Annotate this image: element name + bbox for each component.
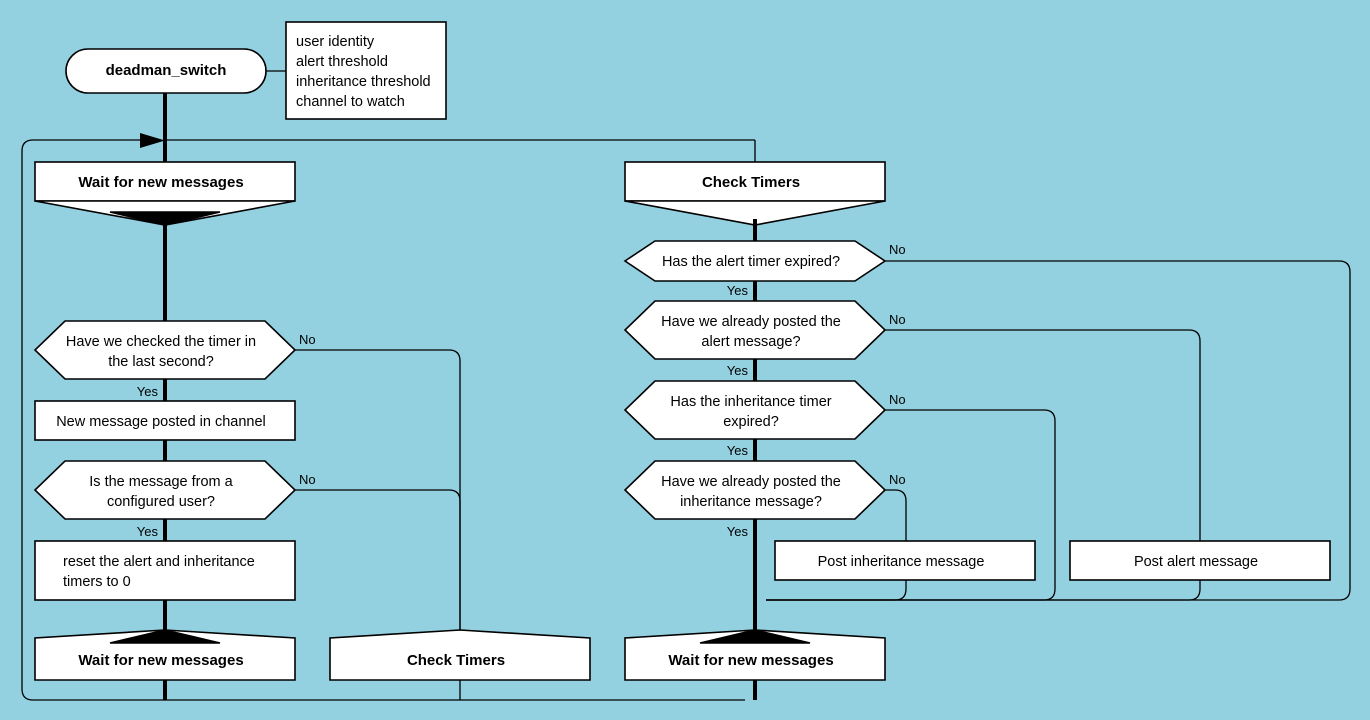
decision-already-posted-alert-yes-label: Yes bbox=[727, 363, 749, 378]
action-post-alert-label: Post alert message bbox=[1134, 554, 1258, 570]
decision-already-posted-inheritance-line-1: Have we already posted the bbox=[661, 474, 841, 490]
note-line-1: user identity bbox=[296, 34, 375, 50]
decision-check-timer-yes-label: Yes bbox=[137, 384, 159, 399]
process-new-message-posted[interactable]: New message posted in channel bbox=[34, 400, 296, 441]
decision-inheritance-timer-expired[interactable]: Has the inheritance timer expired? bbox=[623, 380, 887, 440]
decision-alert-timer-no-label: No bbox=[889, 242, 906, 257]
process-reset-timers-line-1: reset the alert and inheritance bbox=[63, 554, 255, 570]
decision-alert-timer-expired-label: Has the alert timer expired? bbox=[662, 254, 840, 270]
note-line-4: channel to watch bbox=[296, 94, 405, 110]
decision-inheritance-timer-yes-label: Yes bbox=[727, 443, 749, 458]
flow-arrow-top bbox=[140, 133, 165, 148]
decision-already-posted-inheritance-yes-label: Yes bbox=[727, 524, 749, 539]
start-node-label: deadman_switch bbox=[106, 62, 227, 79]
decision-already-posted-inheritance[interactable]: Have we already posted the inheritance m… bbox=[623, 460, 887, 520]
terminal-check-timers-bottom[interactable]: Check Timers bbox=[329, 629, 591, 681]
terminal-check-timers-label: Check Timers bbox=[407, 652, 505, 669]
decision-inheritance-timer-line-2: expired? bbox=[723, 414, 779, 430]
decision-configured-user-line-1: Is the message from a bbox=[89, 474, 233, 490]
decision-inheritance-timer-line-1: Has the inheritance timer bbox=[670, 394, 831, 410]
decision-alert-timer-yes-label: Yes bbox=[727, 283, 749, 298]
process-reset-timers-line-2: timers to 0 bbox=[63, 574, 131, 590]
decision-check-timer-line-2: the last second? bbox=[108, 354, 214, 370]
right-lane-header[interactable]: Check Timers bbox=[624, 161, 886, 226]
terminal-wait-for-new-messages-right[interactable]: Wait for new messages bbox=[624, 629, 886, 681]
decision-check-timer-line-1: Have we checked the timer in bbox=[66, 334, 256, 350]
decision-already-posted-alert-no-label: No bbox=[889, 312, 906, 327]
process-new-message-posted-label: New message posted in channel bbox=[56, 414, 266, 430]
action-post-alert-message[interactable]: Post alert message bbox=[1069, 540, 1331, 581]
terminal-wait-right-label: Wait for new messages bbox=[668, 652, 833, 669]
left-lane-header-label: Wait for new messages bbox=[78, 174, 243, 191]
outer-loop-frame bbox=[21, 139, 755, 701]
decision-already-posted-alert[interactable]: Have we already posted the alert message… bbox=[623, 300, 887, 360]
edge-check-timer-no bbox=[295, 349, 461, 630]
left-lane-header[interactable]: Wait for new messages bbox=[34, 161, 296, 226]
decision-check-timer[interactable]: Have we checked the timer in the last se… bbox=[33, 320, 297, 380]
terminal-wait-for-new-messages-left[interactable]: Wait for new messages bbox=[34, 629, 296, 681]
right-lane-header-label: Check Timers bbox=[702, 174, 800, 191]
config-note-box: user identity alert threshold inheritanc… bbox=[285, 21, 447, 120]
decision-already-posted-alert-line-2: alert message? bbox=[701, 334, 800, 350]
decision-inheritance-timer-no-label: No bbox=[889, 392, 906, 407]
decision-configured-user-no-label: No bbox=[299, 472, 316, 487]
decision-already-posted-inheritance-line-2: inheritance message? bbox=[680, 494, 822, 510]
note-line-3: inheritance threshold bbox=[296, 74, 431, 90]
edge-already-posted-alert-no bbox=[766, 329, 1201, 601]
decision-already-posted-alert-line-1: Have we already posted the bbox=[661, 314, 841, 330]
decision-configured-user-line-2: configured user? bbox=[107, 494, 215, 510]
process-reset-timers[interactable]: reset the alert and inheritance timers t… bbox=[34, 540, 296, 601]
action-post-inheritance-label: Post inheritance message bbox=[818, 554, 985, 570]
note-line-2: alert threshold bbox=[296, 54, 388, 70]
decision-configured-user-yes-label: Yes bbox=[137, 524, 159, 539]
decision-already-posted-inheritance-no-label: No bbox=[889, 472, 906, 487]
decision-alert-timer-expired[interactable]: Has the alert timer expired? bbox=[623, 240, 887, 282]
decision-check-timer-no-label: No bbox=[299, 332, 316, 347]
action-post-inheritance-message[interactable]: Post inheritance message bbox=[774, 540, 1036, 581]
edge-alert-timer-no bbox=[766, 260, 1351, 601]
terminal-wait-left-label: Wait for new messages bbox=[78, 652, 243, 669]
start-node-deadman-switch[interactable]: deadman_switch bbox=[65, 48, 267, 94]
edge-configured-user-no bbox=[295, 489, 461, 630]
edge-inheritance-timer-no bbox=[766, 409, 1056, 601]
decision-configured-user[interactable]: Is the message from a configured user? bbox=[33, 460, 297, 520]
